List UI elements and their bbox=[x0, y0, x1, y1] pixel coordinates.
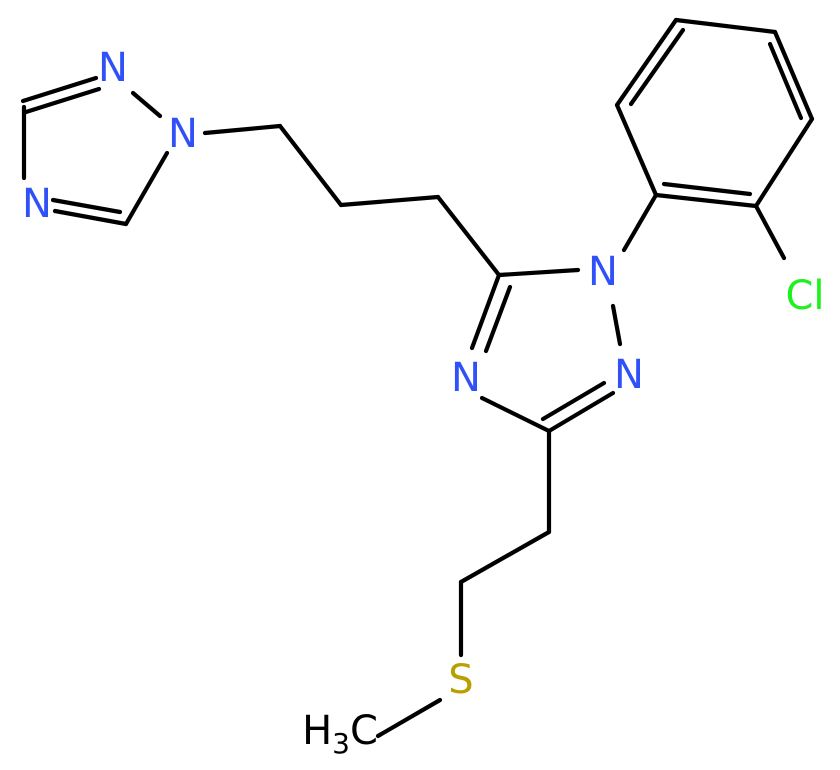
bond bbox=[546, 390, 616, 434]
bond bbox=[479, 395, 552, 434]
bond bbox=[277, 123, 344, 208]
bond bbox=[483, 284, 513, 354]
bond bbox=[469, 272, 502, 351]
bond bbox=[610, 303, 623, 347]
bond bbox=[653, 192, 759, 209]
methyl-c: C bbox=[350, 708, 378, 754]
bond bbox=[614, 17, 679, 108]
bond bbox=[375, 697, 443, 739]
bond bbox=[621, 192, 659, 253]
bond bbox=[458, 529, 552, 585]
bond bbox=[23, 86, 102, 115]
chlorophenyl-ring bbox=[614, 17, 815, 261]
atom-n-left: N bbox=[22, 181, 52, 227]
bond bbox=[673, 17, 778, 35]
atom-n-ring-left: N bbox=[451, 355, 481, 401]
central-triazole-ring bbox=[469, 267, 623, 434]
bond bbox=[50, 197, 123, 215]
bond bbox=[628, 27, 686, 107]
propyl-chain bbox=[202, 123, 502, 278]
bond bbox=[338, 194, 441, 208]
bond bbox=[767, 41, 804, 121]
atom-n-ring-right: N bbox=[614, 352, 644, 398]
atom-s: S bbox=[448, 657, 473, 703]
atom-n-top: N bbox=[98, 45, 128, 91]
bond bbox=[753, 116, 815, 209]
bond bbox=[202, 123, 283, 136]
atom-n-1: N bbox=[168, 111, 198, 157]
methyl-h: H bbox=[302, 708, 332, 754]
bond bbox=[614, 102, 659, 198]
bond bbox=[20, 75, 99, 104]
methyl-group: H3C bbox=[302, 708, 378, 760]
bond bbox=[52, 208, 129, 227]
bond bbox=[130, 90, 163, 119]
bond bbox=[661, 181, 753, 197]
bond bbox=[435, 194, 502, 278]
bond bbox=[753, 203, 787, 261]
methylthioethyl-chain bbox=[375, 428, 552, 739]
atom-n-core-link: N bbox=[588, 249, 618, 295]
atom-cl: Cl bbox=[785, 273, 824, 319]
bond bbox=[123, 150, 170, 227]
atom-labels: N N N N N N Cl S H3C bbox=[22, 45, 824, 760]
bond bbox=[496, 267, 581, 278]
left-triazole-ring bbox=[20, 75, 170, 227]
bond bbox=[772, 29, 815, 122]
bond bbox=[540, 380, 607, 422]
methyl-subscript: 3 bbox=[332, 727, 350, 760]
